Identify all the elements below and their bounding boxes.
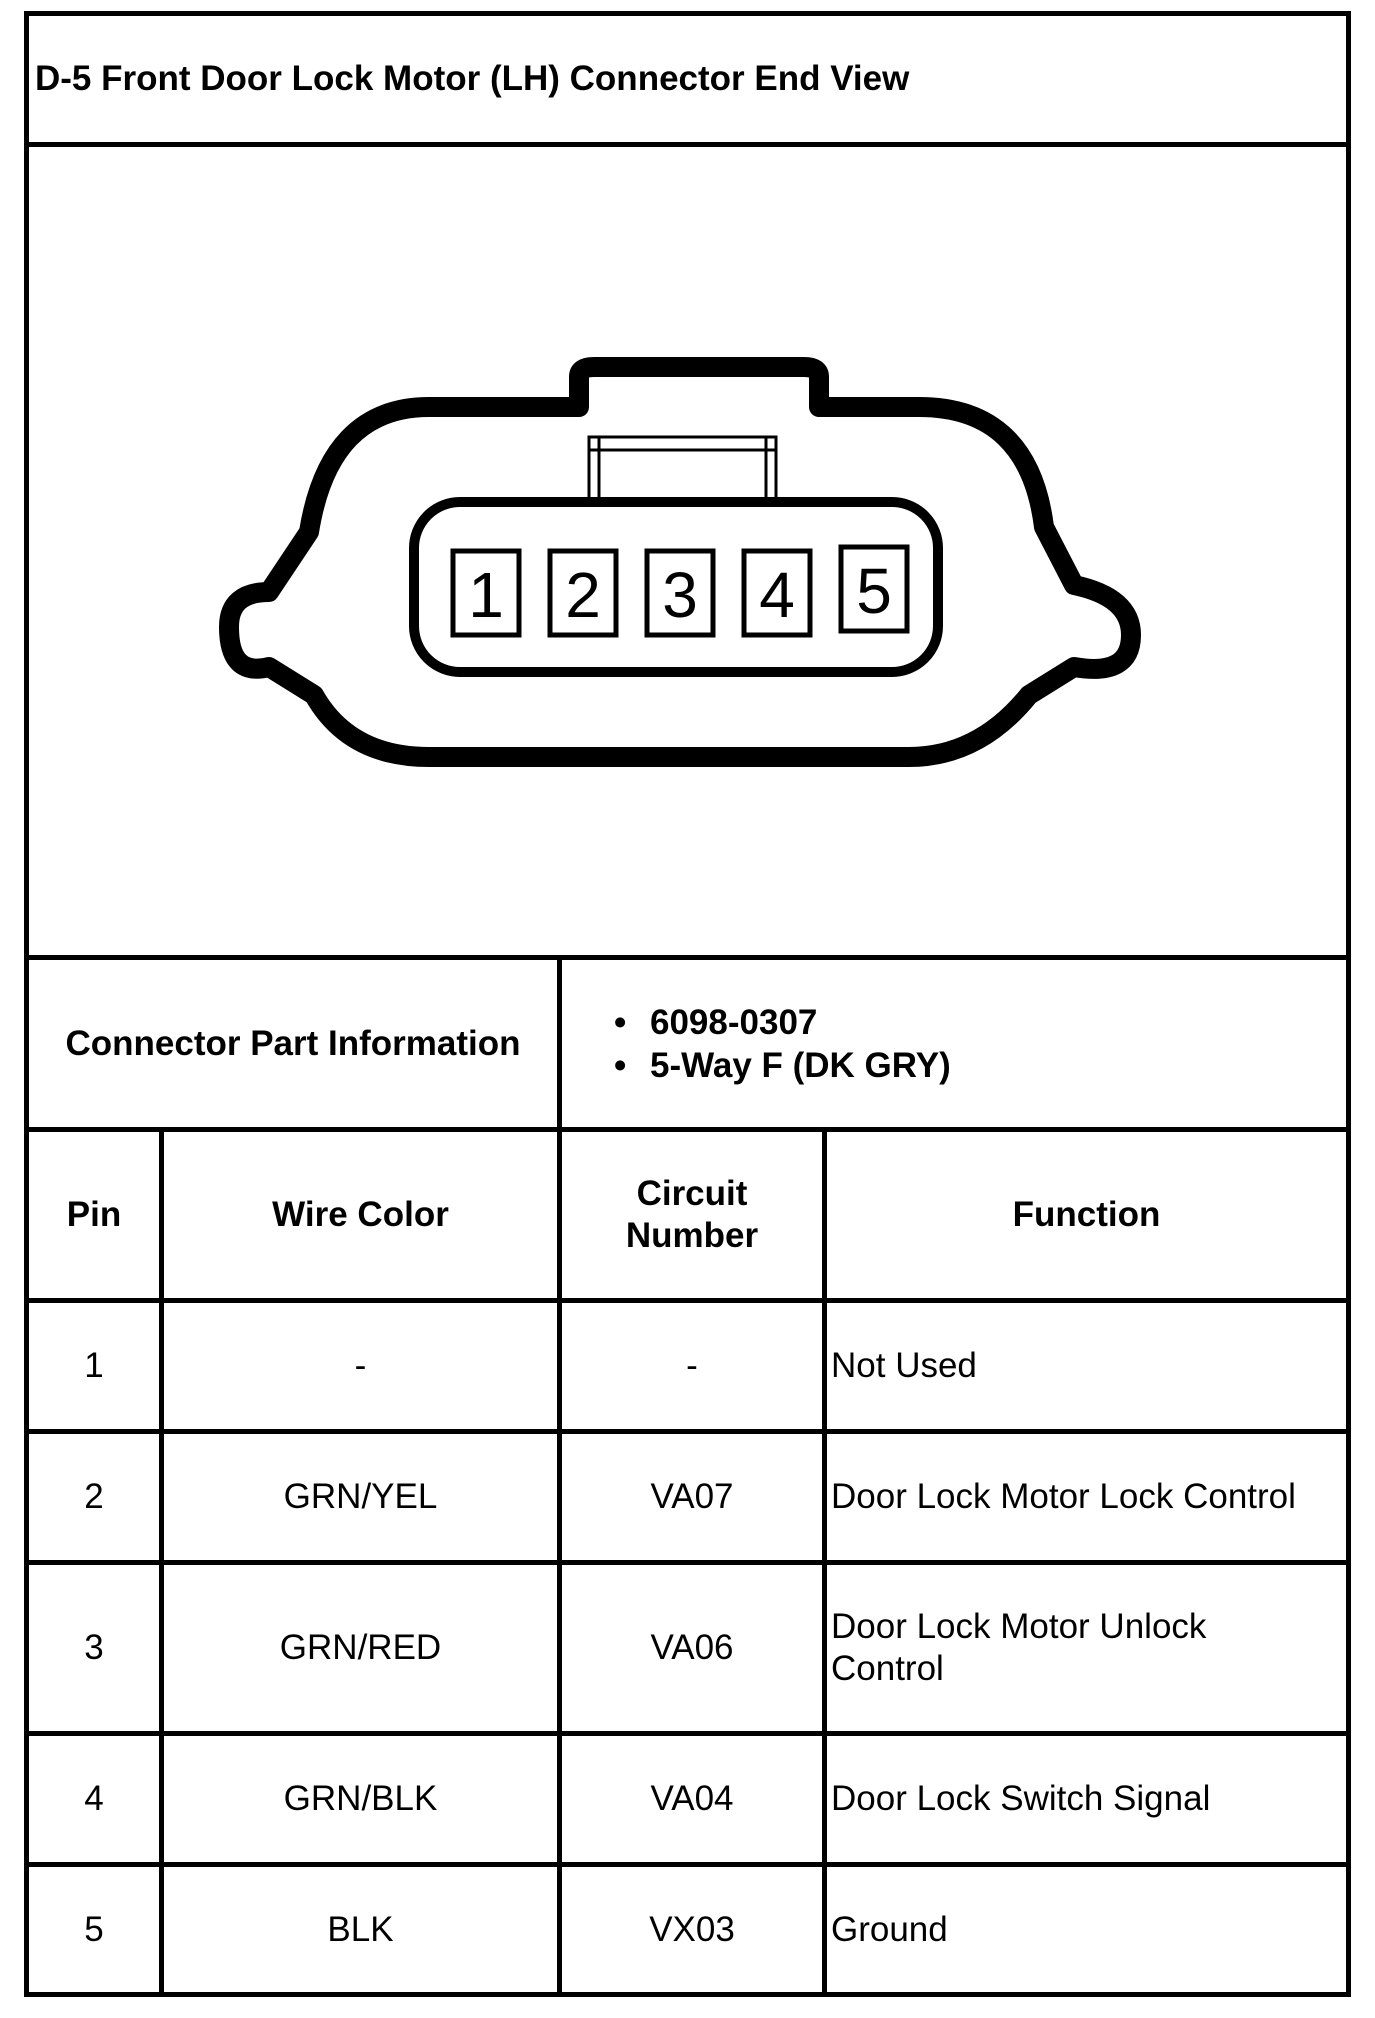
part-info-list: 6098-0307 5-Way F (DK GRY) [562, 1001, 951, 1087]
circuit-cell: VX03 [557, 1867, 822, 1992]
function-value: Ground [831, 1909, 948, 1949]
function-cell: Ground [822, 1867, 1346, 1992]
header-circuit-number: Circuit Number [557, 1132, 822, 1298]
pin-value: 5 [84, 1909, 104, 1949]
circuit-value: VA06 [650, 1628, 734, 1667]
pin-value: 1 [84, 1346, 104, 1385]
wire-color-value: BLK [327, 1909, 394, 1949]
pin-cell: 2 [29, 1434, 159, 1560]
wire-color-value: GRN/RED [279, 1628, 442, 1667]
wire-color-cell: - [159, 1303, 557, 1429]
function-cell: Door Lock Motor Lock Control [822, 1434, 1346, 1560]
pin-value: 3 [84, 1628, 104, 1667]
pin-cell: 4 [29, 1736, 159, 1862]
header-function: Function [822, 1132, 1346, 1298]
pin-value: 2 [84, 1477, 104, 1516]
wire-color-cell: GRN/RED [159, 1565, 557, 1731]
circuit-cell: - [557, 1303, 822, 1429]
pin-number: 5 [856, 555, 892, 627]
wire-color-cell: GRN/YEL [159, 1434, 557, 1560]
function-cell: Door Lock Motor Unlock Control [822, 1565, 1346, 1731]
pin-number: 4 [759, 559, 795, 631]
pin-cell: 3 [29, 1565, 159, 1731]
pin-cell-4: 4 [741, 548, 813, 638]
connector-diagram-row: 1 2 3 4 5 [29, 147, 1346, 960]
table-header-row: Pin Wire Color Circuit Number Function [29, 1132, 1346, 1303]
circuit-cell: VA07 [557, 1434, 822, 1560]
header-function-label: Function [1012, 1195, 1161, 1234]
header-wire-color: Wire Color [159, 1132, 557, 1298]
function-cell: Door Lock Switch Signal [822, 1736, 1346, 1862]
pin-cell: 1 [29, 1303, 159, 1429]
title-row: D-5 Front Door Lock Motor (LH) Connector… [29, 16, 1346, 147]
header-pin: Pin [29, 1132, 159, 1298]
pin-value: 4 [84, 1779, 104, 1818]
circuit-value: VX03 [649, 1909, 735, 1949]
part-number: 6098-0307 [614, 1001, 951, 1044]
function-value: Door Lock Switch Signal [831, 1779, 1211, 1818]
wire-color-cell: GRN/BLK [159, 1736, 557, 1862]
part-info-row: Connector Part Information 6098-0307 5-W… [29, 960, 1346, 1132]
part-info-values-cell: 6098-0307 5-Way F (DK GRY) [557, 960, 1346, 1127]
function-value-line2: Control [831, 1649, 944, 1688]
connector-housing-outline [219, 357, 1141, 767]
connector-end-view-diagram: 1 2 3 4 5 [219, 357, 1141, 767]
connector-sheet: D-5 Front Door Lock Motor (LH) Connector… [24, 11, 1351, 1997]
circuit-cell: VA04 [557, 1736, 822, 1862]
locking-tab [587, 435, 778, 504]
circuit-cell: VA06 [557, 1565, 822, 1731]
part-info-label: Connector Part Information [65, 1023, 521, 1063]
circuit-value: - [686, 1346, 698, 1385]
pin-cell-3: 3 [644, 548, 716, 638]
pin-cell: 5 [29, 1867, 159, 1992]
header-wire-color-label: Wire Color [272, 1195, 449, 1234]
pin-number: 3 [662, 559, 698, 631]
function-value: Door Lock Motor Lock Control [831, 1477, 1296, 1516]
wire-color-value: - [354, 1346, 367, 1385]
pin-cavity-outline [409, 497, 943, 677]
function-value: Not Used [831, 1346, 977, 1385]
part-info-label-cell: Connector Part Information [29, 960, 557, 1127]
table-row: 1 - - Not Used [29, 1303, 1346, 1434]
part-description: 5-Way F (DK GRY) [614, 1044, 951, 1087]
table-row: 5 BLK VX03 Ground [29, 1867, 1346, 1992]
circuit-value: VA07 [650, 1477, 734, 1516]
circuit-value: VA04 [650, 1779, 734, 1818]
wire-color-value: GRN/BLK [283, 1779, 438, 1818]
header-circuit-label-line2: Number [625, 1216, 759, 1255]
header-pin-label: Pin [66, 1195, 122, 1234]
header-circuit-label-line1: Circuit [636, 1174, 748, 1213]
table-row: 2 GRN/YEL VA07 Door Lock Motor Lock Cont… [29, 1434, 1346, 1565]
page-title: D-5 Front Door Lock Motor (LH) Connector… [35, 59, 910, 98]
function-cell: Not Used [822, 1303, 1346, 1429]
table-row: 3 GRN/RED VA06 Door Lock Motor Unlock Co… [29, 1565, 1346, 1736]
wire-color-value: GRN/YEL [283, 1477, 438, 1516]
pin-cell-2: 2 [547, 548, 619, 638]
function-value-line1: Door Lock Motor Unlock [831, 1607, 1207, 1646]
pin-number: 2 [565, 559, 601, 631]
wire-color-cell: BLK [159, 1867, 557, 1992]
pin-number: 1 [468, 559, 504, 631]
pin-cell-5: 5 [838, 544, 910, 634]
table-row: 4 GRN/BLK VA04 Door Lock Switch Signal [29, 1736, 1346, 1867]
pin-cell-1: 1 [450, 548, 522, 638]
